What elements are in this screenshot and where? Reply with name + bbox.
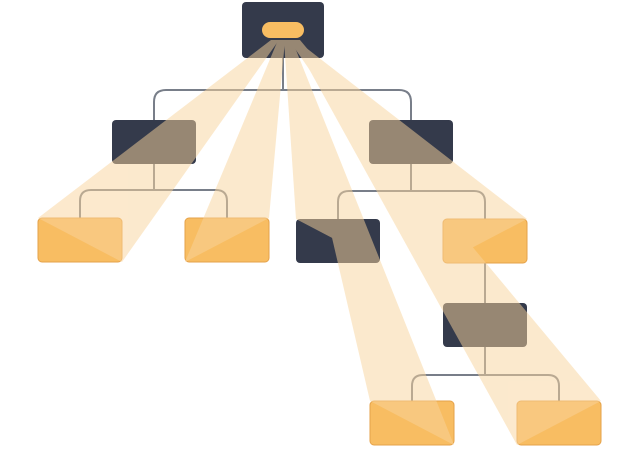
highlight-beams <box>38 40 601 445</box>
beam-to-node-l2-b <box>185 40 285 262</box>
root-badge <box>262 22 304 38</box>
beam-to-node-l2-d <box>289 40 527 263</box>
connector-root <box>153 58 412 120</box>
beam-to-node-l4-a <box>286 40 454 445</box>
beam-to-node-l4-b <box>293 40 601 445</box>
beam-to-node-l2-a <box>38 40 279 262</box>
